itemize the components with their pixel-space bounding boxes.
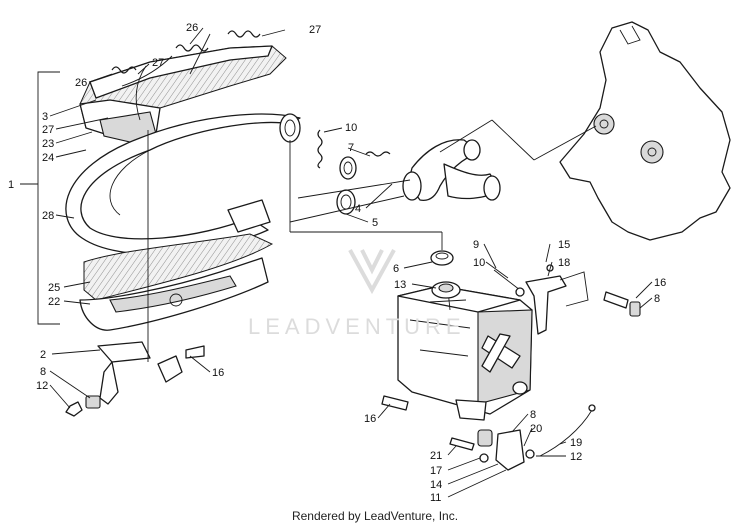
callout-6: 6 — [393, 263, 399, 275]
grommet — [430, 250, 454, 266]
silencer-mount-bracket — [493, 264, 641, 335]
heat-shield-top — [79, 30, 287, 143]
callout-10-top: 10 — [345, 122, 357, 134]
callout-12-left: 12 — [36, 380, 48, 392]
callout-16-left: 16 — [212, 367, 224, 379]
group-bracket-1 — [20, 71, 443, 362]
callout-2: 2 — [40, 349, 46, 361]
exhaust-manifold — [289, 119, 535, 223]
callout-10-right: 10 — [473, 257, 485, 269]
exhaust-pipe — [65, 113, 301, 255]
callout-26-left: 26 — [75, 77, 87, 89]
callout-11: 11 — [430, 492, 441, 504]
callout-19: 19 — [570, 437, 582, 449]
callout-16-bottom: 16 — [364, 413, 376, 425]
callout-12-right: 12 — [570, 451, 582, 463]
callout-8-bottom: 8 — [530, 409, 536, 421]
callout-27-mid: 27 — [152, 57, 164, 69]
watermark-text: LEADVENTURE — [248, 314, 466, 339]
callout-16-right: 16 — [654, 277, 666, 289]
callout-8-right: 8 — [654, 293, 660, 305]
silencer-box — [397, 281, 533, 421]
callout-24: 24 — [42, 152, 54, 164]
callout-8-left: 8 — [40, 366, 46, 378]
muffler-heat-shield — [79, 233, 274, 331]
callout-27-top: 27 — [309, 24, 321, 36]
pipe-bracket-left — [65, 341, 205, 417]
callout-23: 23 — [42, 138, 54, 150]
callout-22: 22 — [48, 296, 60, 308]
watermark: LEADVENTURE — [248, 249, 466, 339]
callout-3: 3 — [42, 111, 48, 123]
callout-9: 9 — [473, 239, 479, 251]
callout-1: 1 — [8, 179, 14, 191]
engine-outline — [533, 21, 731, 241]
callout-4: 4 — [355, 203, 361, 215]
callout-18: 18 — [558, 257, 570, 269]
callout-20: 20 — [530, 423, 542, 435]
callout-28: 28 — [42, 210, 54, 222]
callout-7: 7 — [348, 142, 354, 154]
callout-15: 15 — [558, 239, 570, 251]
callout-21: 21 — [430, 450, 442, 462]
callout-17: 17 — [430, 465, 442, 477]
callout-14: 14 — [430, 479, 442, 491]
leader-lines — [49, 27, 653, 498]
lower-mount-hardware — [381, 395, 596, 471]
callout-13: 13 — [394, 279, 406, 291]
callout-5: 5 — [372, 217, 378, 229]
callout-25: 25 — [48, 282, 60, 294]
callout-26-top: 26 — [186, 22, 198, 34]
callout-labels: 26 27 26 27 3 27 23 24 1 28 25 22 2 8 12… — [8, 22, 666, 504]
footer-credit: Rendered by LeadVenture, Inc. — [292, 509, 458, 523]
callout-27-left: 27 — [42, 124, 54, 136]
